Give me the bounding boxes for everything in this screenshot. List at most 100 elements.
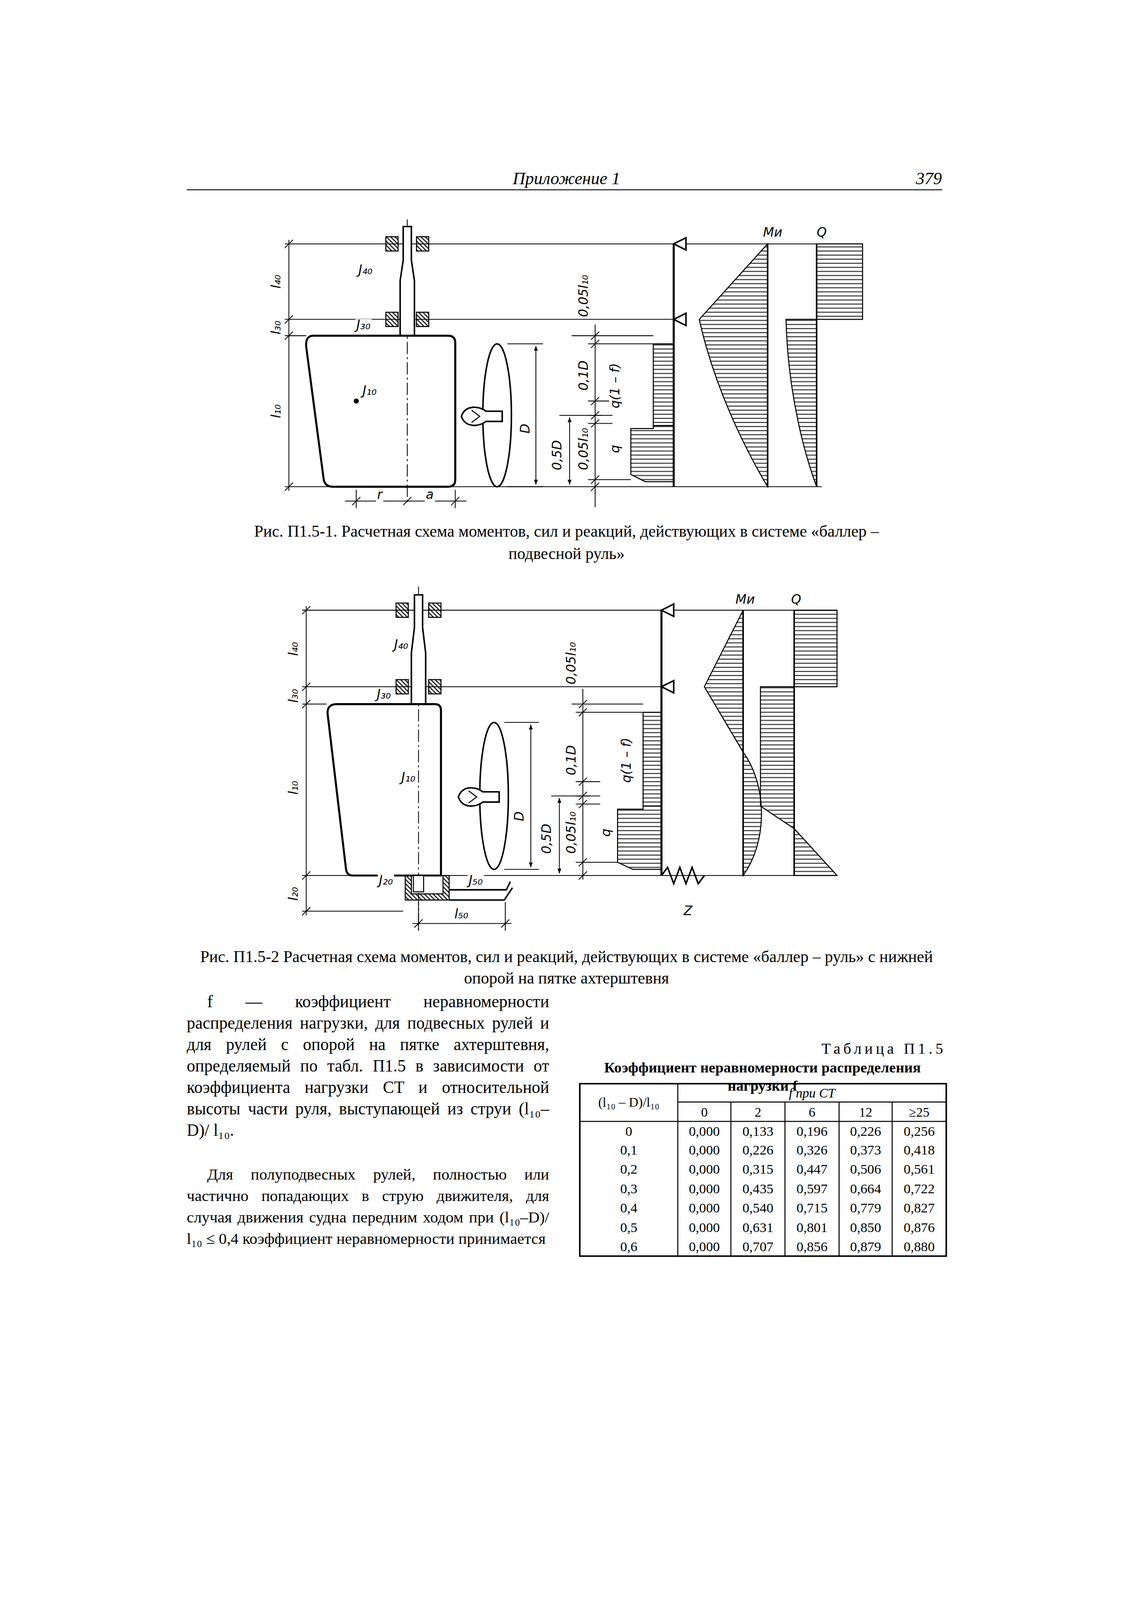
figure-label: 0,05l₁₀ (565, 810, 578, 856)
table-cell: 0,4 (620, 1201, 638, 1216)
figure-label: 0,5D (550, 439, 564, 472)
table-cell: 0,435 (742, 1182, 774, 1196)
table-cell: 0,418 (903, 1143, 935, 1158)
table-cell: 0,856 (796, 1239, 828, 1254)
table-cell: 0,664 (850, 1182, 882, 1196)
figure-label: l₄₀ (270, 273, 284, 290)
table-cell: 0,879 (850, 1239, 882, 1254)
figure-label: 0,05l₁₀ (577, 274, 591, 319)
figure-label: q (609, 444, 623, 455)
figure-label: l₂₀ (287, 886, 301, 903)
table-cell: 0,850 (850, 1220, 882, 1235)
figure-label: Mи (762, 226, 784, 239)
figure-label: J₅₀ (467, 874, 484, 888)
table-cell: 0,196 (796, 1124, 828, 1139)
table-cell: 0,880 (903, 1239, 935, 1254)
table-cell: 0,000 (688, 1124, 720, 1139)
table-cell: 0,540 (742, 1201, 774, 1216)
table-cell: 0,597 (796, 1182, 828, 1196)
table-header: (l₁₀ – D)/l₁₀ (598, 1095, 660, 1109)
table-cell: 0,3 (620, 1182, 638, 1196)
table-header: ≥25 (908, 1105, 930, 1120)
header-rule (186, 189, 943, 191)
table-number: Таблица П1.5 (821, 1041, 947, 1058)
table-cell: 0,631 (742, 1220, 774, 1235)
figure-label: l₁₀ (287, 779, 301, 796)
figure-label: J₄₀ (393, 638, 410, 652)
figure-label: D (519, 422, 533, 435)
table-cell: 0,707 (742, 1239, 774, 1254)
figure-label: J₃₀ (355, 319, 372, 333)
table-header: 6 (808, 1105, 816, 1120)
table-cell: 0,315 (742, 1162, 774, 1177)
figure-label: Q (790, 593, 803, 607)
table-cell: 0,5 (620, 1220, 638, 1235)
figure-label: J₃₀ (375, 688, 392, 702)
body-text: f — коэффициент неравномерности распреде… (186, 990, 550, 1142)
figure-label: J₂₀ (377, 874, 394, 888)
figure-label: q (600, 827, 613, 838)
table-cell: 0,506 (850, 1162, 882, 1177)
table-cell: 0,373 (850, 1143, 882, 1158)
figure-label: l₃₀ (287, 688, 301, 705)
figure-label: q(1 – f) (609, 362, 623, 410)
table-cell: 0,000 (688, 1201, 720, 1216)
figure-label: l₃₀ (270, 319, 284, 336)
page-header: Приложение 1 (512, 170, 621, 188)
table-cell: 0,447 (796, 1162, 828, 1177)
figure-caption: Рис. П1.5-2 Расчетная схема моментов, си… (178, 946, 955, 990)
table-cell: 0,801 (796, 1220, 828, 1235)
figure-label: a (425, 488, 436, 502)
figure-label: 0,5D (540, 822, 554, 856)
figure-label: J₁₀ (361, 384, 378, 398)
figure-label: q(1 – f) (620, 736, 633, 784)
table-cell: 0,715 (796, 1201, 828, 1216)
table-cell: 0,000 (688, 1162, 720, 1177)
table-cell: 0,1 (620, 1143, 638, 1158)
table-cell: 0 (625, 1124, 633, 1139)
table-grid (579, 1084, 947, 1257)
table-cell: 0,000 (688, 1220, 720, 1235)
figure-label: r (376, 488, 384, 502)
figure-label: D (513, 810, 526, 823)
table-cell: 0,722 (903, 1182, 935, 1196)
table-cell: 0,6 (620, 1239, 638, 1254)
figure-label: Z (682, 904, 694, 918)
figure-label: 0,1D (577, 359, 591, 392)
table-header: f при CT (788, 1086, 836, 1100)
table-header: 2 (754, 1105, 762, 1120)
figure-label: l₅₀ (453, 907, 470, 921)
figure-label: 0,05l₁₀ (577, 426, 591, 472)
figure-label: 0,1D (565, 744, 578, 777)
table-cell: 0,561 (903, 1162, 935, 1177)
table-cell: 0,133 (742, 1124, 774, 1139)
table-header: 0 (700, 1105, 708, 1120)
figure-label: Q (815, 226, 829, 239)
page-number: 379 (915, 170, 942, 188)
table-cell: 0,000 (688, 1239, 720, 1254)
table-cell: 0,876 (903, 1220, 935, 1235)
table-cell: 0,256 (903, 1124, 935, 1139)
table-cell: 0,779 (850, 1201, 882, 1216)
figure-label: l₁₀ (270, 403, 284, 420)
table-cell: 0,226 (850, 1124, 882, 1139)
table-cell: 0,000 (688, 1143, 720, 1158)
table-header: 12 (859, 1105, 873, 1120)
figure-caption: Рис. П1.5-1. Расчетная схема моментов, с… (249, 520, 883, 566)
table-cell: 0,2 (620, 1162, 638, 1177)
figure-label: 0,05l₁₀ (565, 641, 578, 686)
table-cell: 0,000 (688, 1182, 720, 1196)
figure-label: l₄₀ (287, 641, 301, 658)
table-cell: 0,827 (903, 1201, 935, 1216)
table-cell: 0,226 (742, 1143, 774, 1158)
table-cell: 0,326 (796, 1143, 828, 1158)
figure-1 (284, 219, 863, 509)
figure-label: J₄₀ (357, 264, 374, 277)
figure-2 (302, 586, 838, 934)
body-text: Для полуподвесных рулей, полностью или ч… (186, 1163, 550, 1250)
figure-label: Mи (734, 593, 757, 607)
table-title: Коэффициент неравномерности распределени… (573, 1058, 952, 1096)
